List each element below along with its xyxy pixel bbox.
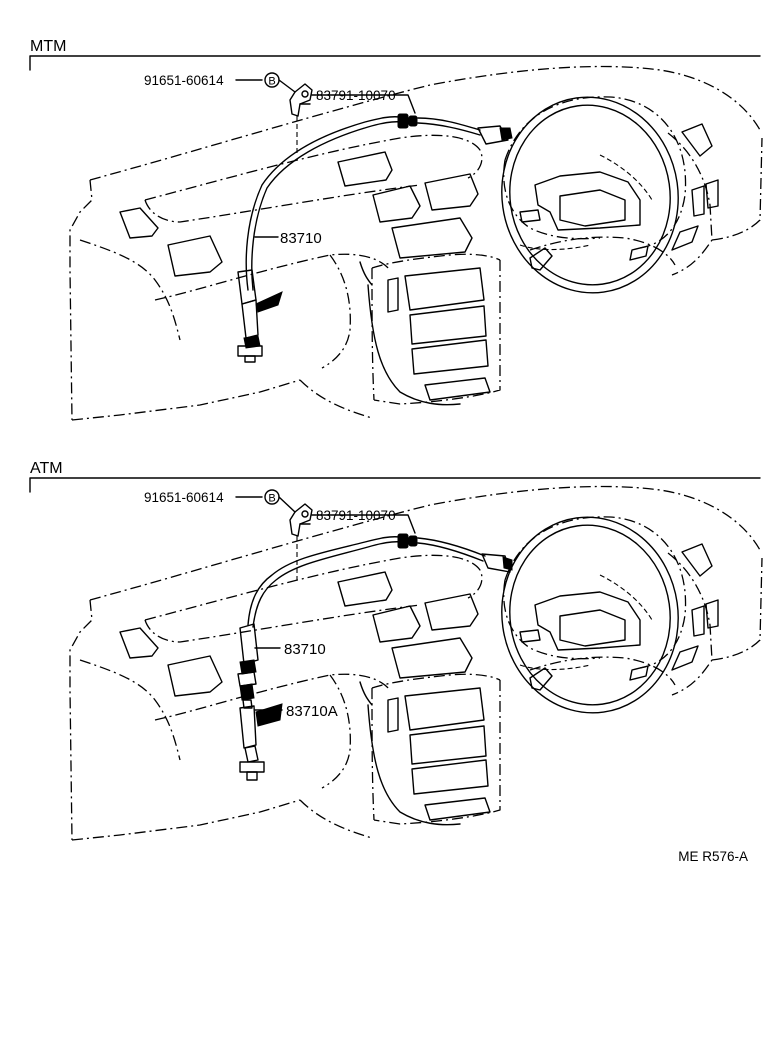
speedometer-cable-mtm — [237, 113, 513, 363]
part-number-clamp-mtm: 83791-10070 — [316, 88, 396, 103]
bolt-marker-mtm: B — [268, 76, 275, 88]
section-title-atm: ATM — [30, 460, 63, 477]
section-mtm: MTM — [29, 38, 763, 421]
part-number-bolt-mtm: 91651-60614 — [144, 73, 224, 88]
clamp-leader-mtm — [311, 94, 416, 114]
section-bracket-mtm — [29, 55, 761, 71]
section-atm: ATM — [29, 460, 763, 841]
bolt-marker-atm: B — [268, 493, 275, 505]
reference-code: ME R576-A — [678, 849, 748, 864]
section-title-mtm: MTM — [30, 38, 66, 55]
part-number-bolt-atm: 91651-60614 — [144, 490, 224, 505]
speedometer-cable-atm — [237, 533, 513, 781]
part-number-cable-atm: 83710 — [284, 641, 326, 658]
part-number-clamp-atm: 83791-10070 — [316, 508, 396, 523]
section-bracket-atm — [29, 477, 761, 493]
clamp-hardware-atm — [289, 503, 313, 537]
part-number-cable-sub-atm: 83710A — [286, 703, 338, 720]
clamp-hardware-mtm — [289, 83, 313, 117]
clamp-leader-atm — [311, 514, 416, 534]
part-number-cable-mtm: 83710 — [280, 230, 322, 247]
